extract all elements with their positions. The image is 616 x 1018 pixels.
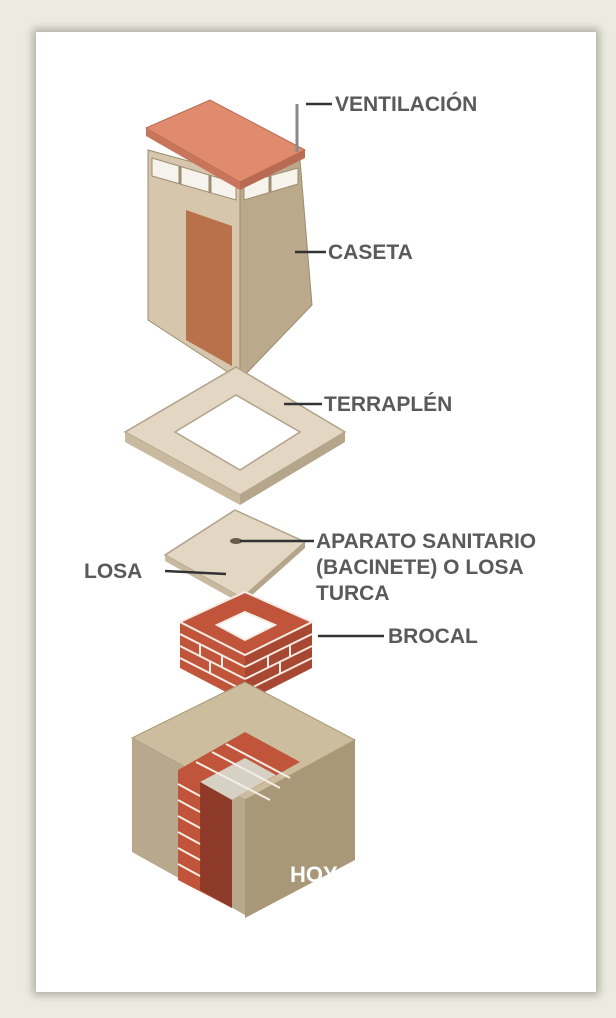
hoyo-pit: HOYO: [130, 681, 357, 918]
door: [186, 210, 232, 366]
hoyo-label: HOYO: [290, 862, 355, 887]
aparato-label-line3: TURCA: [316, 582, 390, 605]
brocal-label: BROCAL: [388, 625, 478, 648]
leader-lines: [164, 102, 384, 638]
caseta-label: CASETA: [328, 241, 413, 264]
ventilacion-label: VENTILACIÓN: [335, 92, 477, 116]
aparato-label-line2: (BACINETE) O LOSA: [316, 556, 524, 579]
losa-label: LOSA: [84, 560, 142, 583]
caseta-hut: [144, 99, 313, 382]
terraplen-label: TERRAPLÉN: [324, 393, 452, 416]
brocal-curb: [177, 590, 315, 702]
aparato-label-line1: APARATO SANITARIO: [316, 530, 536, 553]
squat-hole: [230, 538, 242, 544]
terraplen-frame: [123, 366, 347, 505]
ventilation-opening-left: [151, 157, 237, 201]
losa-slab: [163, 509, 307, 604]
